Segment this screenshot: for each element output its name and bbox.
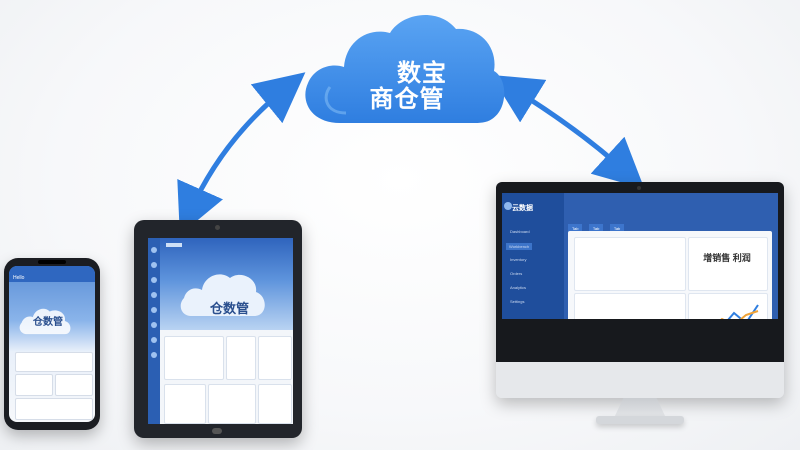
brand-logo-icon — [504, 202, 512, 210]
sidebar-item[interactable]: Orders — [510, 271, 523, 276]
sidebar-item[interactable]: Analytics — [510, 285, 527, 290]
phone-cloud-icon — [19, 308, 71, 335]
sidebar-item[interactable]: Settings — [510, 299, 525, 304]
tablet-card[interactable] — [208, 384, 256, 424]
stat-card[interactable] — [574, 293, 686, 319]
tablet-cloud-label: 仓数管 — [210, 302, 250, 317]
tablet-card[interactable] — [226, 336, 256, 380]
monitor-tabs: Tab Tab Tab — [568, 217, 626, 235]
tablet-card[interactable] — [164, 336, 224, 380]
nav-dot-icon[interactable] — [151, 247, 157, 253]
tablet-hero: 仓数管 — [160, 238, 293, 330]
phone-card[interactable] — [55, 374, 93, 396]
tablet-card[interactable] — [164, 384, 206, 424]
arrow-cloud-monitor — [490, 74, 645, 189]
phone-card[interactable] — [15, 398, 93, 420]
monitor-base — [596, 416, 684, 424]
phone-card[interactable] — [15, 374, 53, 396]
tab[interactable]: Tab — [568, 224, 583, 233]
cloud-title-line2: 商仓管 — [369, 84, 445, 113]
tablet-screen: 仓数管 — [148, 238, 293, 424]
phone-notch — [38, 260, 66, 264]
monitor-sidebar: 云数据 Dashboard Workbench Inventory Orders… — [502, 193, 564, 319]
phone-cloud-label: 仓数管 — [33, 317, 63, 328]
tablet-topbar-item — [166, 243, 182, 247]
tablet-cloud-icon — [180, 274, 265, 316]
tablet-card[interactable] — [258, 384, 292, 424]
monitor-camera — [637, 186, 641, 190]
cloud-icon — [305, 15, 505, 123]
tab[interactable]: Tab — [588, 224, 604, 233]
phone-screen: Hello 仓数管 — [9, 266, 95, 422]
nav-dot-icon[interactable] — [151, 337, 157, 343]
tablet-camera — [215, 225, 220, 230]
monitor-chin — [496, 362, 784, 398]
stat-card[interactable] — [574, 237, 686, 291]
tablet-sidebar — [148, 238, 160, 424]
stat-card[interactable] — [688, 237, 768, 291]
nav-dot-icon[interactable] — [151, 307, 157, 313]
sidebar-item[interactable]: Inventory — [510, 257, 527, 262]
monitor-screen: 云数据 Dashboard Workbench Inventory Orders… — [502, 193, 778, 319]
smartphone: Hello 仓数管 — [4, 258, 100, 430]
nav-dot-icon[interactable] — [151, 262, 157, 268]
nav-dot-icon[interactable] — [151, 322, 157, 328]
monitor-bezel: 云数据 Dashboard Workbench Inventory Orders… — [496, 182, 784, 362]
nav-dot-icon[interactable] — [151, 292, 157, 298]
arrow-cloud-tablet — [177, 72, 306, 235]
chart-card[interactable] — [688, 293, 768, 319]
nav-dot-icon[interactable] — [151, 352, 157, 358]
sidebar-item[interactable]: Dashboard — [510, 229, 530, 234]
phone-card[interactable] — [15, 352, 93, 372]
phone-topbar: Hello — [9, 266, 95, 282]
panel-highlight-text: 增销售 利润 — [703, 253, 751, 263]
phone-header-label: Hello — [13, 275, 25, 281]
monitor-stand — [614, 398, 666, 418]
monitor-brand: 云数据 — [512, 205, 533, 212]
tab[interactable]: Tab — [609, 224, 625, 233]
sidebar-item[interactable]: Workbench — [506, 243, 533, 250]
cloud-title-line1: 数宝 — [397, 58, 447, 87]
tablet: 仓数管 — [134, 220, 302, 438]
tablet-card[interactable] — [258, 336, 292, 380]
desktop-monitor: 云数据 Dashboard Workbench Inventory Orders… — [496, 182, 784, 398]
line-chart-icon — [720, 304, 759, 319]
cloud-title: 数宝 商仓管 — [352, 60, 462, 112]
nav-dot-icon[interactable] — [151, 277, 157, 283]
tablet-home-button[interactable] — [212, 428, 222, 434]
